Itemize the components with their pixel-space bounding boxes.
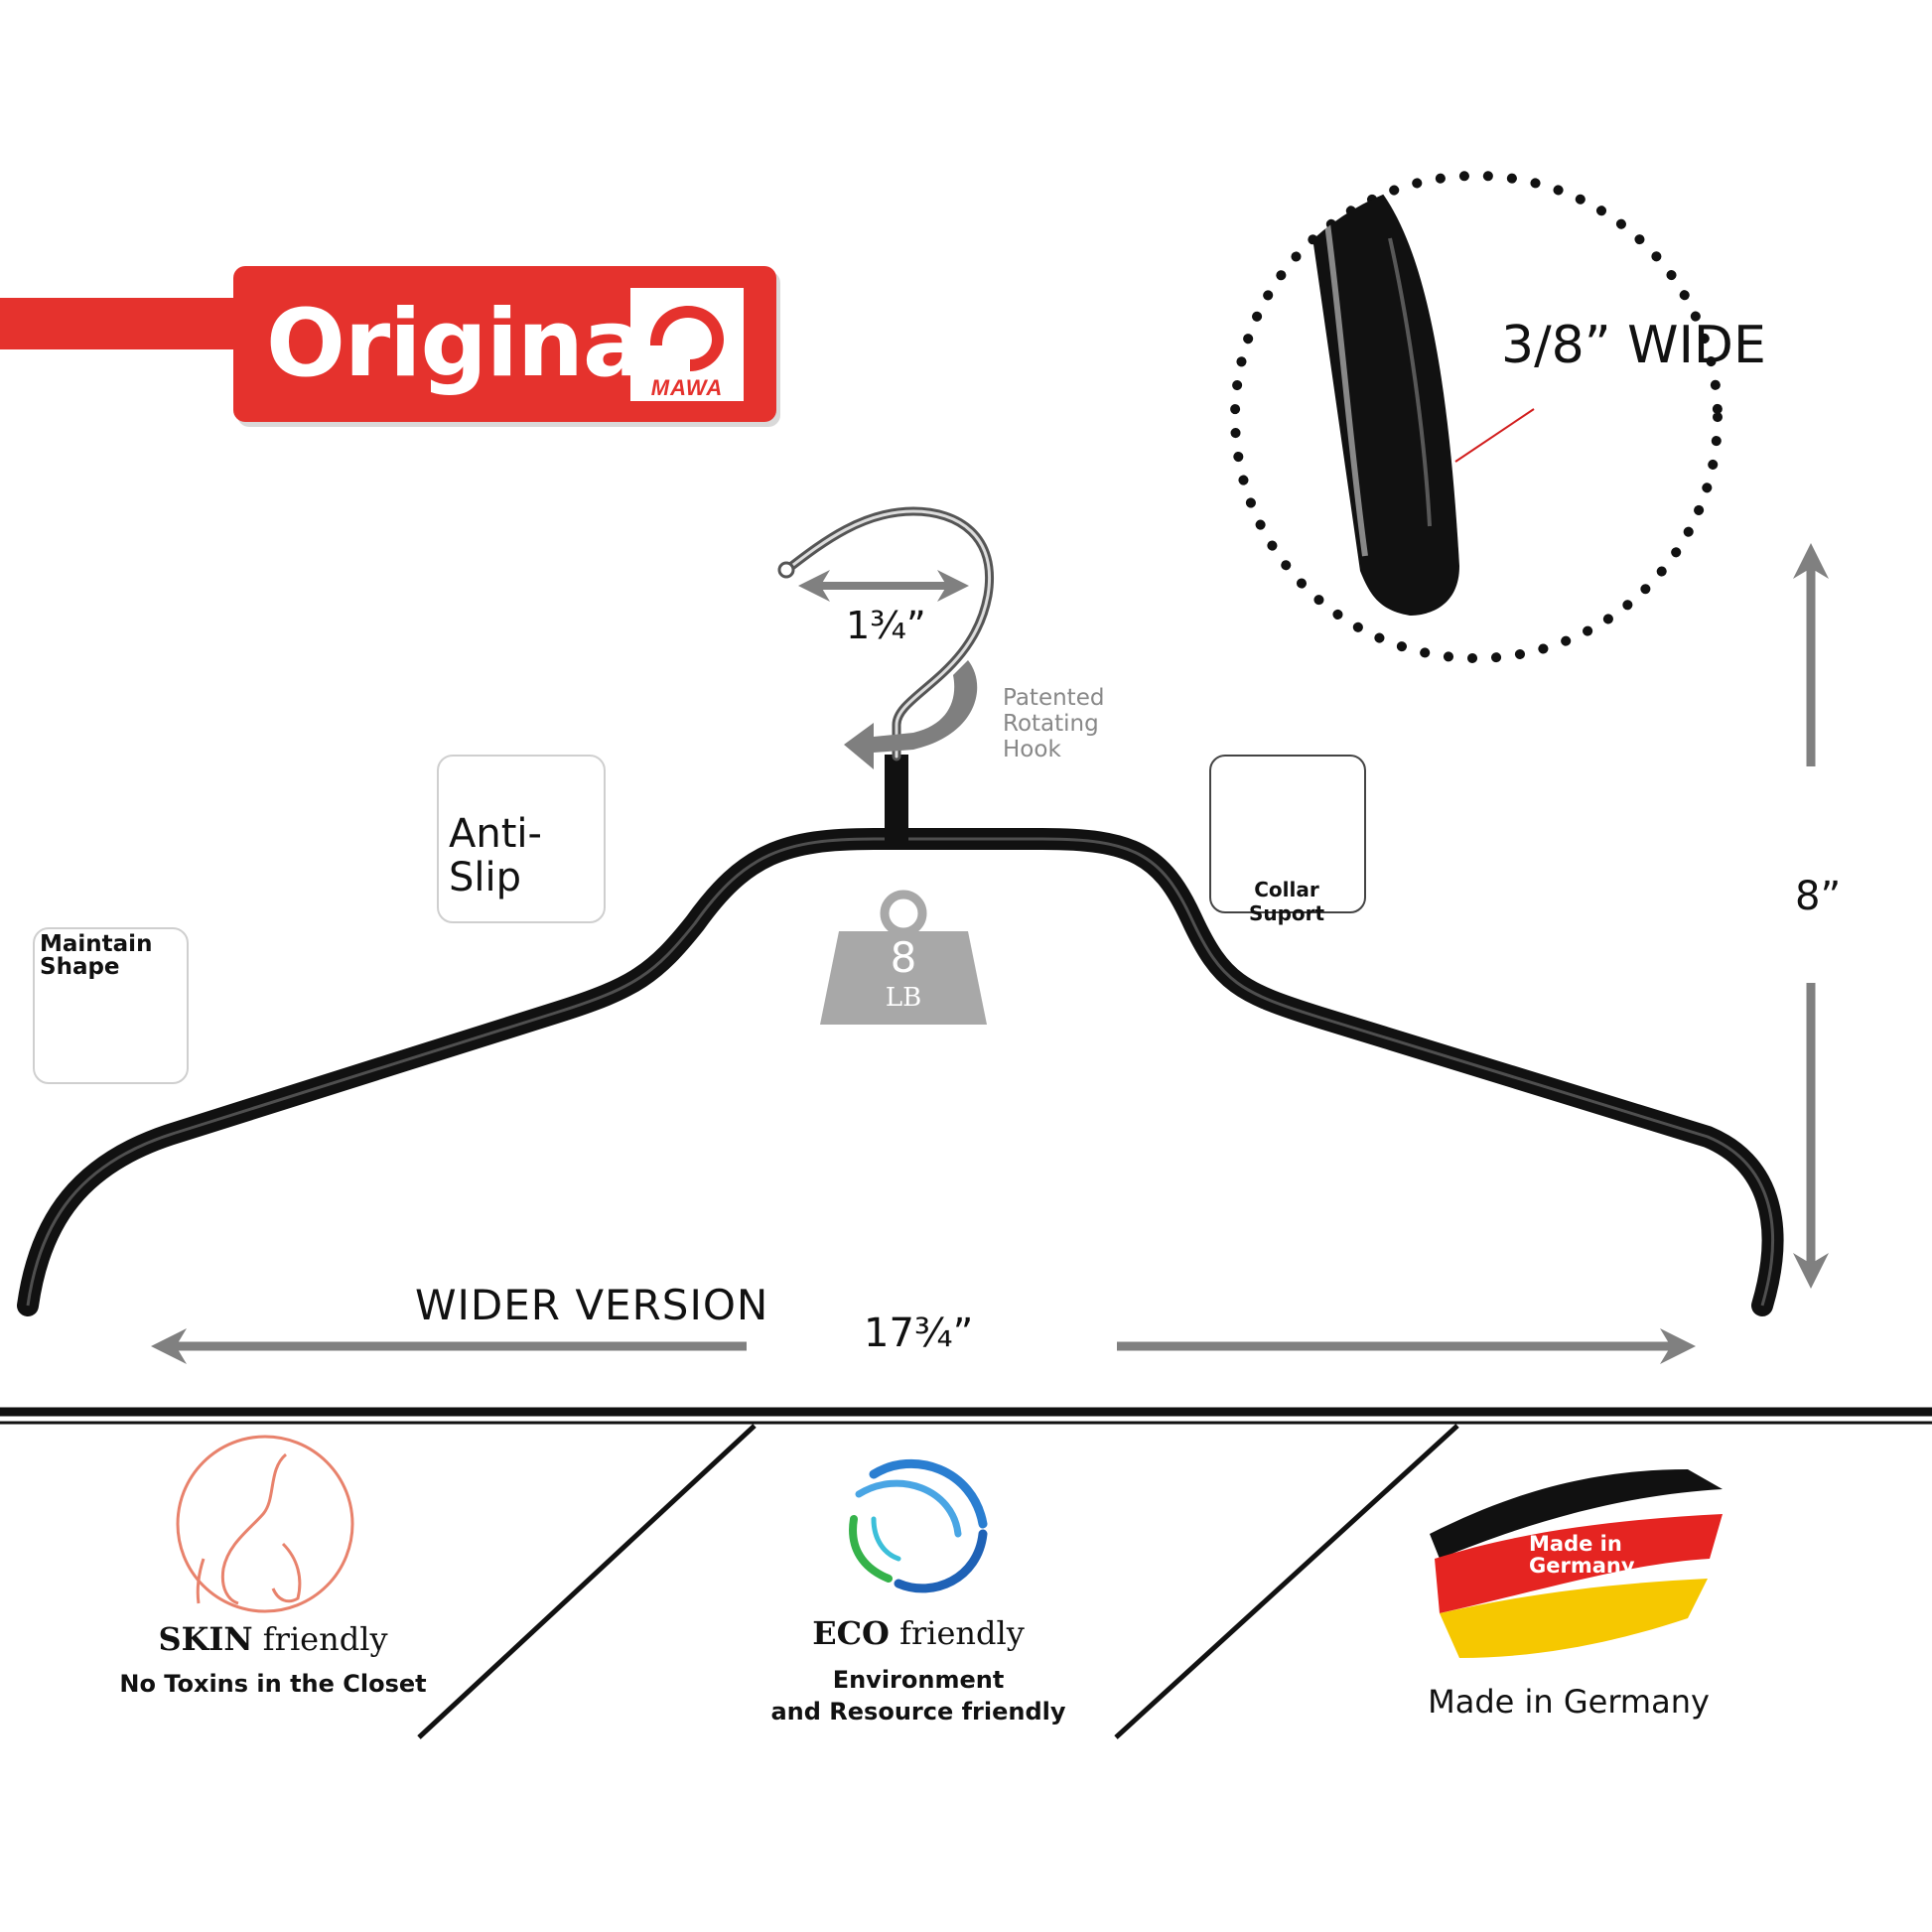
- skin-friendly-title: SKIN friendly: [158, 1620, 388, 1658]
- hook-logo-icon: [650, 306, 724, 371]
- collar-support-box: [1209, 755, 1366, 913]
- maintain-shape-box: [33, 927, 189, 1084]
- rotating-hook-label: Patented Rotating Hook: [1003, 685, 1105, 762]
- bar-width-label: 3/8” WIDE: [1501, 316, 1766, 375]
- hanger-bar-closeup: [1306, 184, 1459, 616]
- logo-wordmark: MAWA: [650, 375, 724, 400]
- banner-ribbon: [0, 298, 258, 349]
- hanger-body: [17, 828, 1784, 1316]
- anti-slip-label: Anti- Slip: [449, 811, 542, 900]
- hanger-width-label: 17¾”: [864, 1311, 974, 1356]
- flag-text: Made in Germany: [1529, 1532, 1635, 1578]
- bar-width-fraction: 3/8: [1501, 316, 1585, 375]
- weight-icon: [820, 890, 987, 1025]
- made-in-germany-label: Made in Germany: [1428, 1683, 1710, 1721]
- eco-friendly-subtitle: Environment and Resource friendly: [770, 1666, 1066, 1725]
- weight-unit: LB: [885, 983, 922, 1013]
- eco-friendly-title: ECO friendly: [812, 1614, 1025, 1652]
- collar-support-label: Collar Suport: [1248, 878, 1325, 925]
- hook-width-label: 1¾”: [846, 604, 926, 647]
- zoom-circle: [1230, 171, 1723, 663]
- german-flag-icon: [1430, 1469, 1723, 1658]
- maintain-shape-label: Maintain Shape: [40, 931, 153, 980]
- hanger-neck: [885, 755, 908, 844]
- banner-title: Original: [266, 290, 677, 398]
- bar-width-suffix: WIDE: [1627, 316, 1766, 375]
- weight-value: 8: [890, 933, 917, 982]
- anti-slip-box: [437, 755, 606, 923]
- wider-version-label: WIDER VERSION: [415, 1281, 769, 1329]
- hanger-height-label: 8”: [1795, 874, 1842, 919]
- skin-friendly-subtitle: No Toxins in the Closet: [119, 1670, 427, 1698]
- rotate-arrow-icon: [844, 660, 978, 769]
- eco-friendly-icon: [849, 1458, 988, 1593]
- skin-friendly-icon: [176, 1435, 354, 1613]
- mawa-logo: [630, 288, 744, 401]
